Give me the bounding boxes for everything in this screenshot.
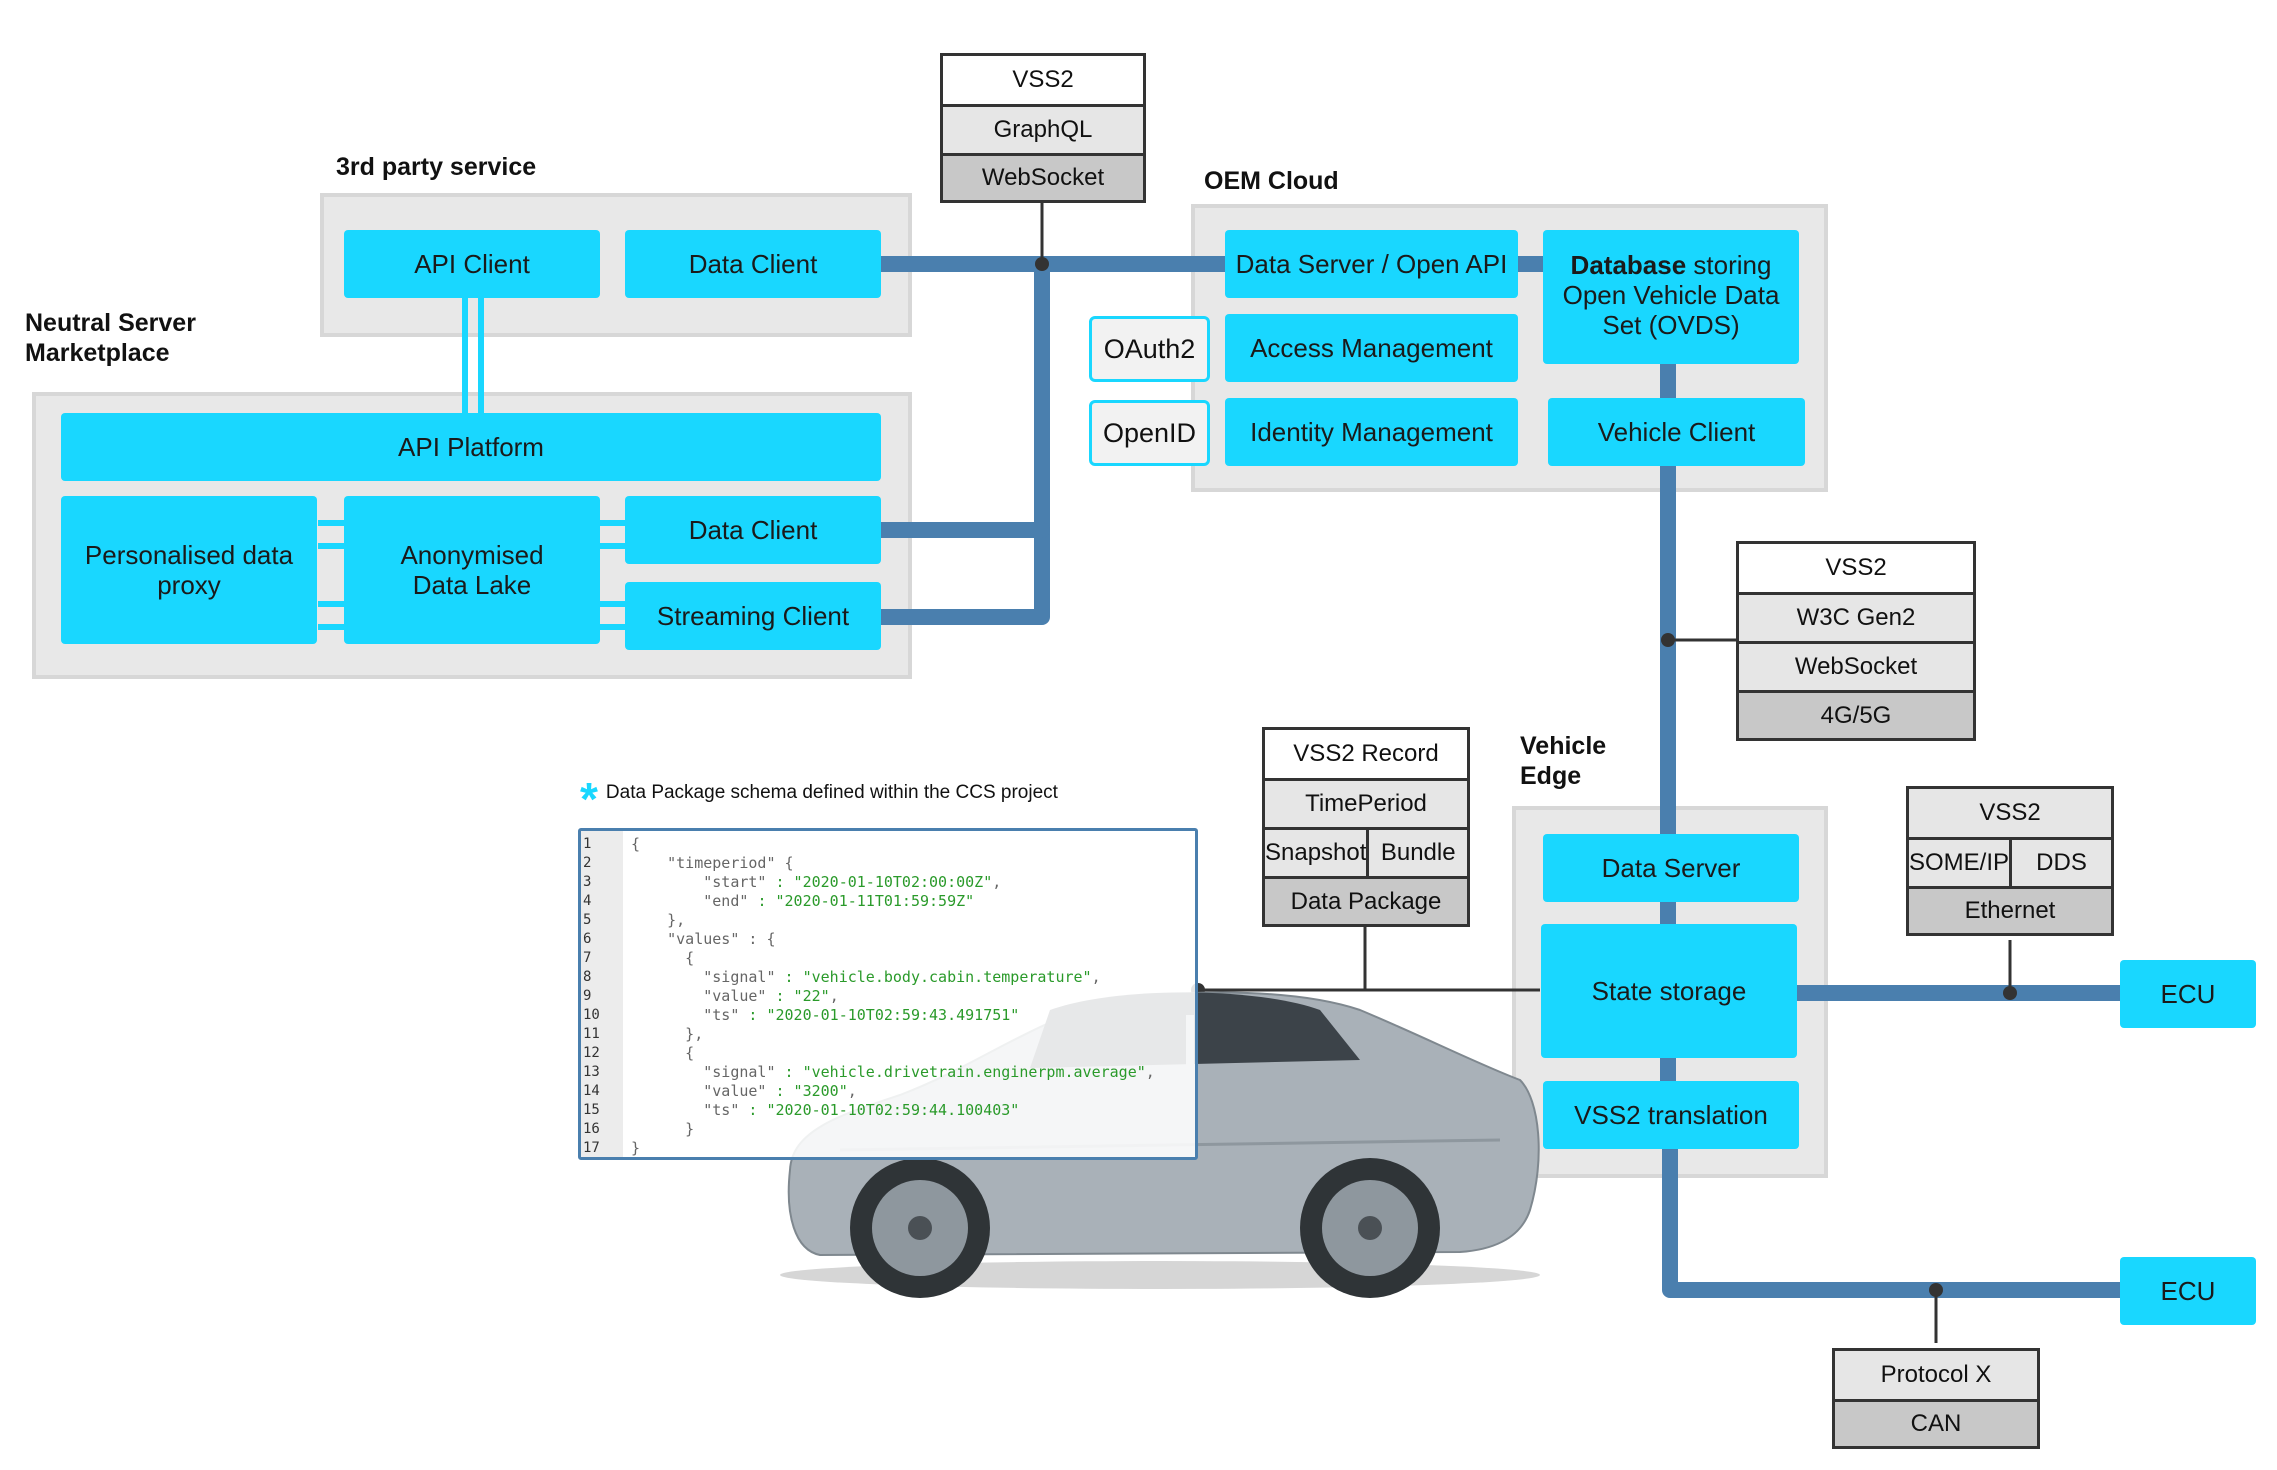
wire-trunk (872, 256, 1050, 625)
openid-badge: OpenID (1089, 400, 1210, 466)
w3c-stack: VSS2 W3C Gen2 WebSocket 4G/5G (1736, 541, 1976, 741)
code-line: "timeperiod" { (631, 854, 794, 872)
code-line: "value" : "3200", (631, 1082, 857, 1100)
stack-vss2-label: VSS2 (1909, 789, 2111, 837)
stack-vss2-record-label: VSS2 Record (1265, 730, 1467, 778)
identity-management-box: Identity Management (1225, 398, 1518, 466)
code-line-number: 4 (583, 893, 592, 909)
api-platform-box: API Platform (61, 413, 881, 481)
code-line-number: 9 (583, 988, 592, 1004)
edge-data-server-box: Data Server (1543, 834, 1799, 902)
neutral-data-client-box: Data Client (625, 496, 881, 564)
code-line-number: 3 (583, 874, 592, 890)
code-line-number: 10 (583, 1007, 600, 1023)
code-line: "end" : "2020-01-11T01:59:59Z" (631, 892, 975, 910)
stack-graphql-label: GraphQL (943, 107, 1143, 153)
stack-4g5g-label: 4G/5G (1739, 693, 1973, 738)
schema-note: * Data Package schema defined within the… (580, 772, 1058, 825)
can-stack: Protocol X CAN (1832, 1348, 2040, 1449)
neutral-server-label: Neutral Server Marketplace (25, 309, 196, 367)
wire-translation-to-ecu (1662, 1140, 2138, 1298)
stack-bundle-label: Bundle (1366, 830, 1467, 876)
stack-w3c-gen2-label: W3C Gen2 (1739, 595, 1973, 641)
vehicle-edge-label: Vehicle Edge (1520, 732, 1607, 790)
code-line-number: 12 (583, 1045, 600, 1061)
database-rest-label: storing Open Vehicle Data Set (OVDS) (1562, 250, 1780, 340)
code-line: } (631, 1139, 641, 1157)
asterisk-icon: * (580, 773, 598, 825)
stack-snapshot-label: Snapshot (1265, 830, 1367, 876)
code-line: }, (631, 911, 686, 929)
code-line: { (631, 949, 695, 967)
stack-can-label: CAN (1835, 1402, 2037, 1446)
anonymised-data-lake-box: Anonymised Data Lake (344, 496, 600, 644)
oauth2-badge: OAuth2 (1089, 316, 1210, 382)
code-line: "signal" : "vehicle.body.cabin.temperatu… (631, 968, 1101, 986)
code-line-number: 15 (583, 1102, 600, 1118)
graphql-stack: VSS2 GraphQL WebSocket (940, 53, 1146, 203)
stack-timeperiod-label: TimePeriod (1265, 781, 1467, 827)
code-line-number: 16 (583, 1121, 600, 1137)
code-line-number: 6 (583, 931, 592, 947)
code-line-number: 13 (583, 1064, 600, 1080)
code-line-number: 14 (583, 1083, 600, 1099)
api-client-box: API Client (344, 230, 600, 298)
stack-data-package-label: Data Package (1265, 879, 1467, 924)
line-number-gutter (581, 831, 623, 1157)
code-line: { (631, 1044, 695, 1062)
stack-websocket-label: WebSocket (1739, 644, 1973, 690)
code-line: "ts" : "2020-01-10T02:59:44.100403" (631, 1101, 1020, 1119)
database-ovds-box: Database storing Open Vehicle Data Set (… (1543, 230, 1799, 364)
oem-cloud-label: OEM Cloud (1204, 167, 1339, 195)
streaming-client-box: Streaming Client (625, 582, 881, 650)
vss2-translation-box: VSS2 translation (1543, 1081, 1799, 1149)
stack-someip-label: SOME/IP (1909, 840, 2010, 886)
code-line-number: 5 (583, 912, 592, 928)
personalised-data-proxy-box: Personalised data proxy (61, 496, 317, 644)
stack-websocket-label: WebSocket (943, 156, 1143, 200)
code-line: } (631, 1120, 695, 1138)
stack-protocol-x-label: Protocol X (1835, 1351, 2037, 1399)
third-party-data-client-box: Data Client (625, 230, 881, 298)
stack-vss2-label: VSS2 (1739, 544, 1973, 592)
code-line: "signal" : "vehicle.drivetrain.enginerpm… (631, 1063, 1155, 1081)
stack-ethernet-label: Ethernet (1909, 889, 2111, 933)
schema-note-text: Data Package schema defined within the C… (605, 782, 1058, 803)
ecu-can-box: ECU (2120, 1257, 2256, 1325)
json-code-panel: 1 {2 "timeperiod" { 3 "start" : "2020-01-1… (578, 828, 1198, 1160)
code-line: { (631, 835, 641, 853)
code-line-number: 11 (583, 1026, 600, 1042)
access-management-box: Access Management (1225, 314, 1518, 382)
code-line-number: 2 (583, 855, 592, 871)
data-server-open-api-box: Data Server / Open API (1225, 230, 1518, 298)
code-line-number: 17 (583, 1140, 600, 1156)
third-party-label: 3rd party service (336, 153, 537, 181)
state-storage-box: State storage (1541, 924, 1797, 1058)
vehicle-client-box: Vehicle Client (1548, 398, 1805, 466)
database-bold-label: Database (1570, 250, 1687, 280)
stack-vss2-label: VSS2 (943, 56, 1143, 104)
code-line-number: 7 (583, 950, 592, 966)
code-line: "value" : "22", (631, 987, 839, 1005)
code-line: "ts" : "2020-01-10T02:59:43.491751" (631, 1006, 1020, 1024)
ecu-ethernet-box: ECU (2120, 960, 2256, 1028)
code-line: "values" : { (631, 930, 776, 948)
code-line: "start" : "2020-01-10T02:00:00Z", (631, 873, 1002, 891)
code-line-number: 1 (583, 836, 592, 852)
code-line: }, (631, 1025, 704, 1043)
stack-dds-label: DDS (2009, 840, 2111, 886)
code-line-number: 8 (583, 969, 592, 985)
